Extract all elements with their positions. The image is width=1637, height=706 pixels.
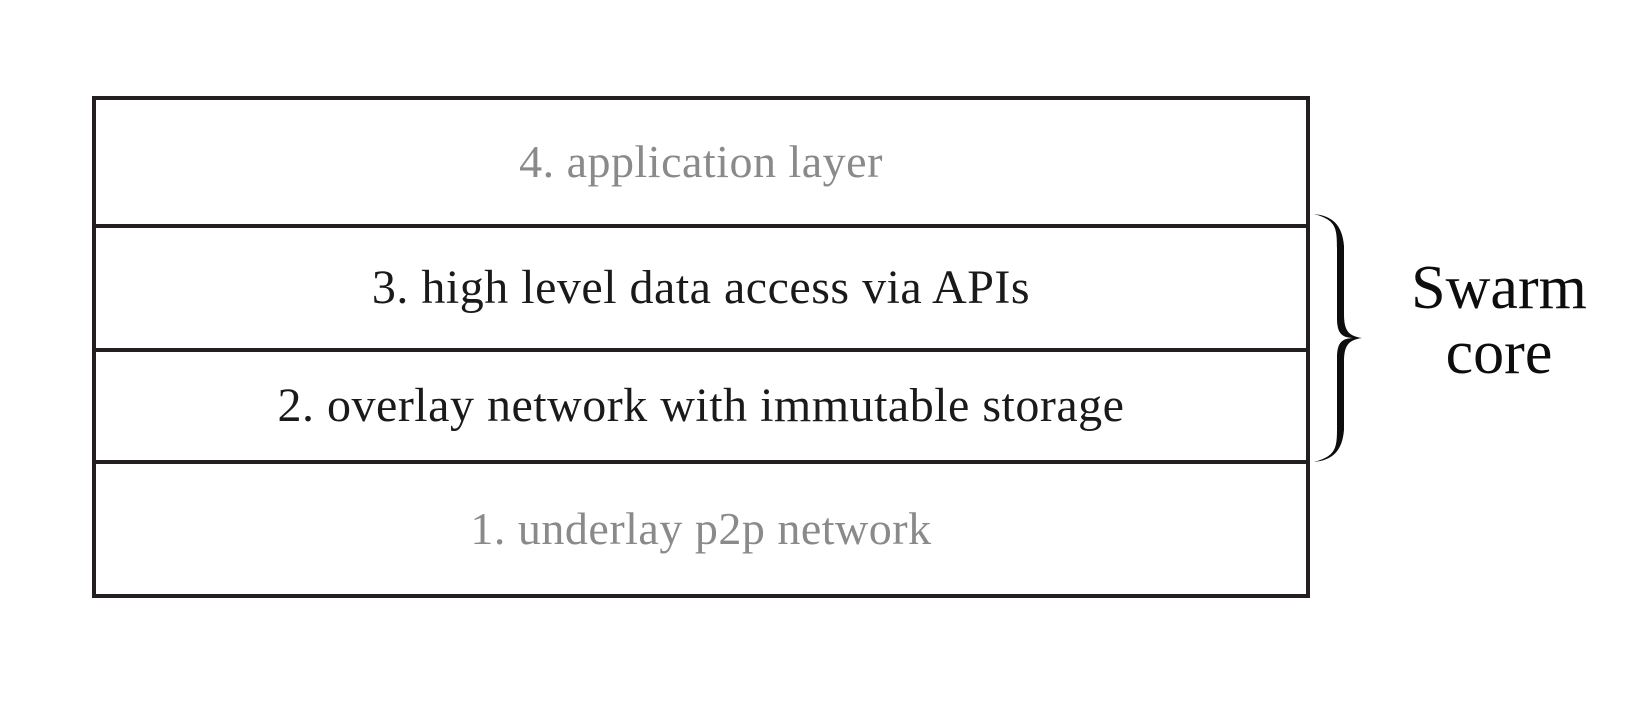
swarm-core-line-1: Swarm	[1411, 254, 1587, 322]
layer-label-overlay-network: 2. overlay network with immutable storag…	[277, 379, 1125, 432]
layer-row-application: 4. application layer	[96, 100, 1306, 224]
layer-label-underlay-p2p-network: 1. underlay p2p network	[470, 503, 932, 554]
swarm-core-line-2: core	[1445, 319, 1553, 388]
layer-row-overlay-network: 2. overlay network with immutable storag…	[96, 348, 1306, 460]
layer-row-high-level-data-access: 3. high level data access via APIs	[96, 224, 1306, 348]
layer-stack: 4. application layer 3. high level data …	[92, 96, 1310, 598]
layer-row-underlay-p2p-network: 1. underlay p2p network	[96, 460, 1306, 594]
right-curly-brace-icon	[1312, 212, 1368, 464]
layer-label-high-level-data-access: 3. high level data access via APIs	[371, 261, 1031, 314]
layer-label-application: 4. application layer	[519, 136, 883, 187]
swarm-core-annotation: Swarm core	[1374, 254, 1624, 388]
